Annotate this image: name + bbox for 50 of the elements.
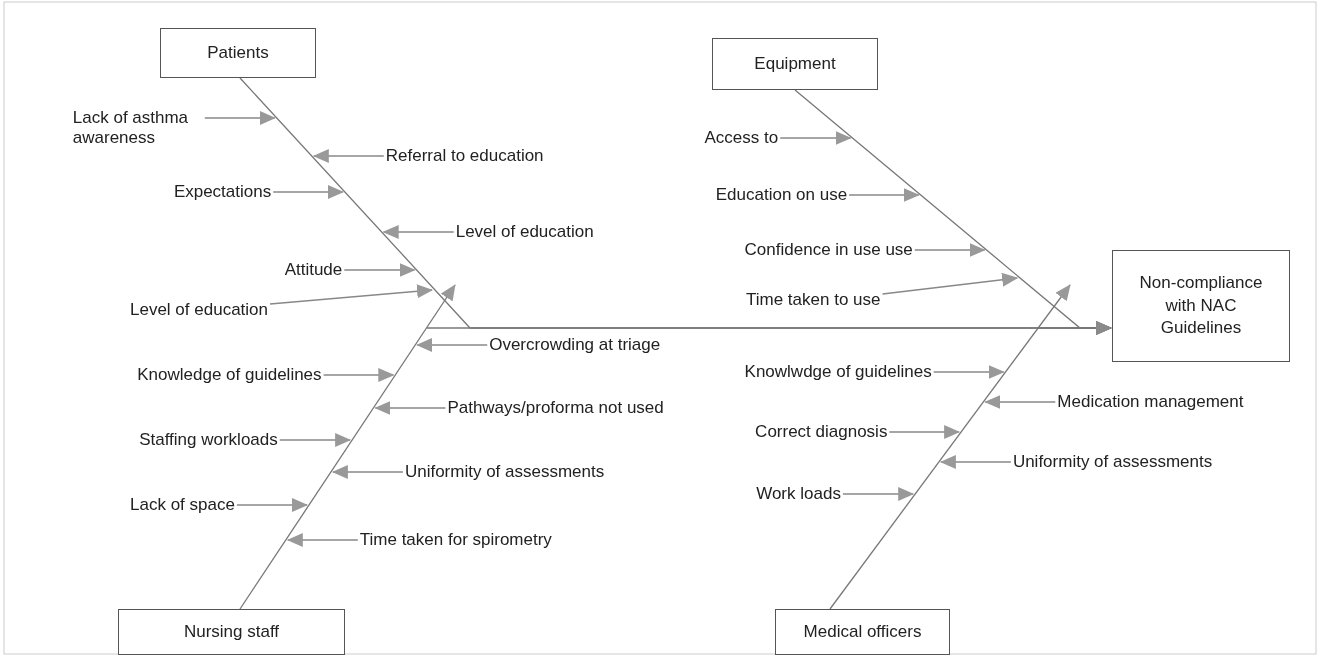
category-box: Patients: [160, 28, 316, 78]
cause-label: Overcrowding at triage: [489, 335, 661, 355]
cause-label: Education on use: [715, 185, 848, 205]
effect-box: Non-compliance with NAC Guidelines: [1112, 250, 1290, 362]
cause-label: Time taken to use: [746, 290, 881, 310]
arrow: [343, 263, 416, 277]
arrow: [779, 131, 852, 145]
category-box: Equipment: [712, 38, 878, 90]
cause-label: Access to: [704, 128, 779, 148]
cause-label: Pathways/proforma not used: [447, 398, 664, 418]
arrow: [829, 284, 1112, 610]
cause-label: Expectations: [173, 182, 272, 202]
arrow: [984, 395, 1056, 409]
arrow: [933, 365, 1005, 379]
cause-label: Lack of space: [130, 495, 235, 515]
arrow: [914, 243, 986, 257]
arrow: [848, 188, 920, 202]
arrow: [272, 185, 344, 199]
arrow: [374, 401, 447, 415]
cause-label: Medication management: [1057, 392, 1244, 412]
category-box: Nursing staff: [118, 609, 345, 655]
arrow: [236, 498, 308, 512]
cause-label: Uniformity of assessments: [404, 462, 605, 482]
arrow: [888, 425, 961, 439]
arrow: [416, 338, 488, 352]
arrow: [322, 368, 395, 382]
category-box: Medical officers: [775, 609, 950, 655]
arrow: [331, 465, 404, 479]
arrow: [286, 533, 359, 547]
arrow: [204, 111, 276, 125]
cause-label: Correct diagnosis: [755, 422, 888, 442]
cause-label: Confidence in use use: [744, 240, 913, 260]
cause-label: Attitude: [284, 260, 343, 280]
arrow: [881, 272, 1019, 295]
arrow: [279, 433, 352, 447]
cause-label: Level of education: [130, 300, 268, 320]
cause-label: Level of education: [455, 222, 594, 242]
arrow: [939, 455, 1012, 469]
arrow: [312, 149, 385, 163]
cause-label: Staffing workloads: [139, 430, 278, 450]
cause-label: Lack of asthma awareness: [72, 108, 203, 148]
cause-label: Knowledge of guidelines: [137, 365, 322, 385]
arrow: [842, 487, 915, 501]
arrow: [269, 284, 433, 305]
cause-label: Knowlwdge of guidelines: [744, 362, 932, 382]
cause-label: Work loads: [756, 484, 841, 504]
cause-label: Referral to education: [385, 146, 544, 166]
cause-label: Uniformity of assessments: [1012, 452, 1213, 472]
cause-label: Time taken for spirometry: [359, 530, 552, 550]
arrow: [382, 225, 455, 239]
